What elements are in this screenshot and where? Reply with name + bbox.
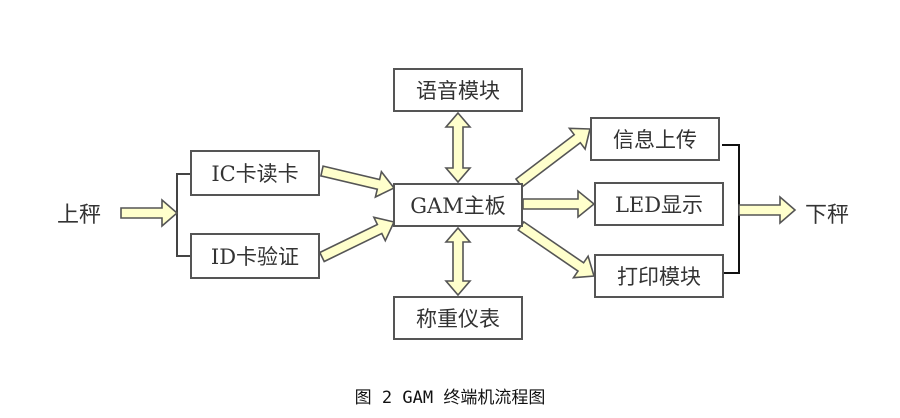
arrow-main-to-upload — [514, 127, 592, 189]
node-id-card-verify: ID卡验证 — [190, 233, 320, 279]
arrow-input-to-branch — [120, 198, 179, 228]
arrow-main-to-led — [522, 189, 596, 219]
merge-bracket-right — [722, 144, 740, 274]
arrow-ic-to-main — [319, 165, 396, 199]
node-ic-card-reader: IC卡读卡 — [190, 150, 320, 196]
arrow-main-to-print — [517, 220, 596, 279]
figure-caption: 图 2 GAM 终端机流程图 — [354, 388, 546, 408]
arrow-merge-to-output — [738, 195, 797, 225]
node-weighing-instrument: 称重仪表 — [393, 296, 523, 340]
arrow-id-to-main — [318, 216, 396, 263]
arrow-main-scale-bidirectional — [444, 226, 472, 297]
node-voice-module: 语音模块 — [393, 68, 523, 112]
input-label-shang-cheng: 上秤 — [57, 203, 102, 228]
node-led-display: LED显示 — [594, 182, 724, 226]
output-label-xia-cheng: 下秤 — [805, 203, 850, 228]
node-gam-main-board: GAM主板 — [393, 183, 523, 227]
arrow-main-voice-bidirectional — [444, 111, 472, 184]
node-info-upload: 信息上传 — [590, 117, 720, 161]
branch-bracket-left — [176, 173, 190, 257]
node-print-module: 打印模块 — [594, 254, 724, 298]
